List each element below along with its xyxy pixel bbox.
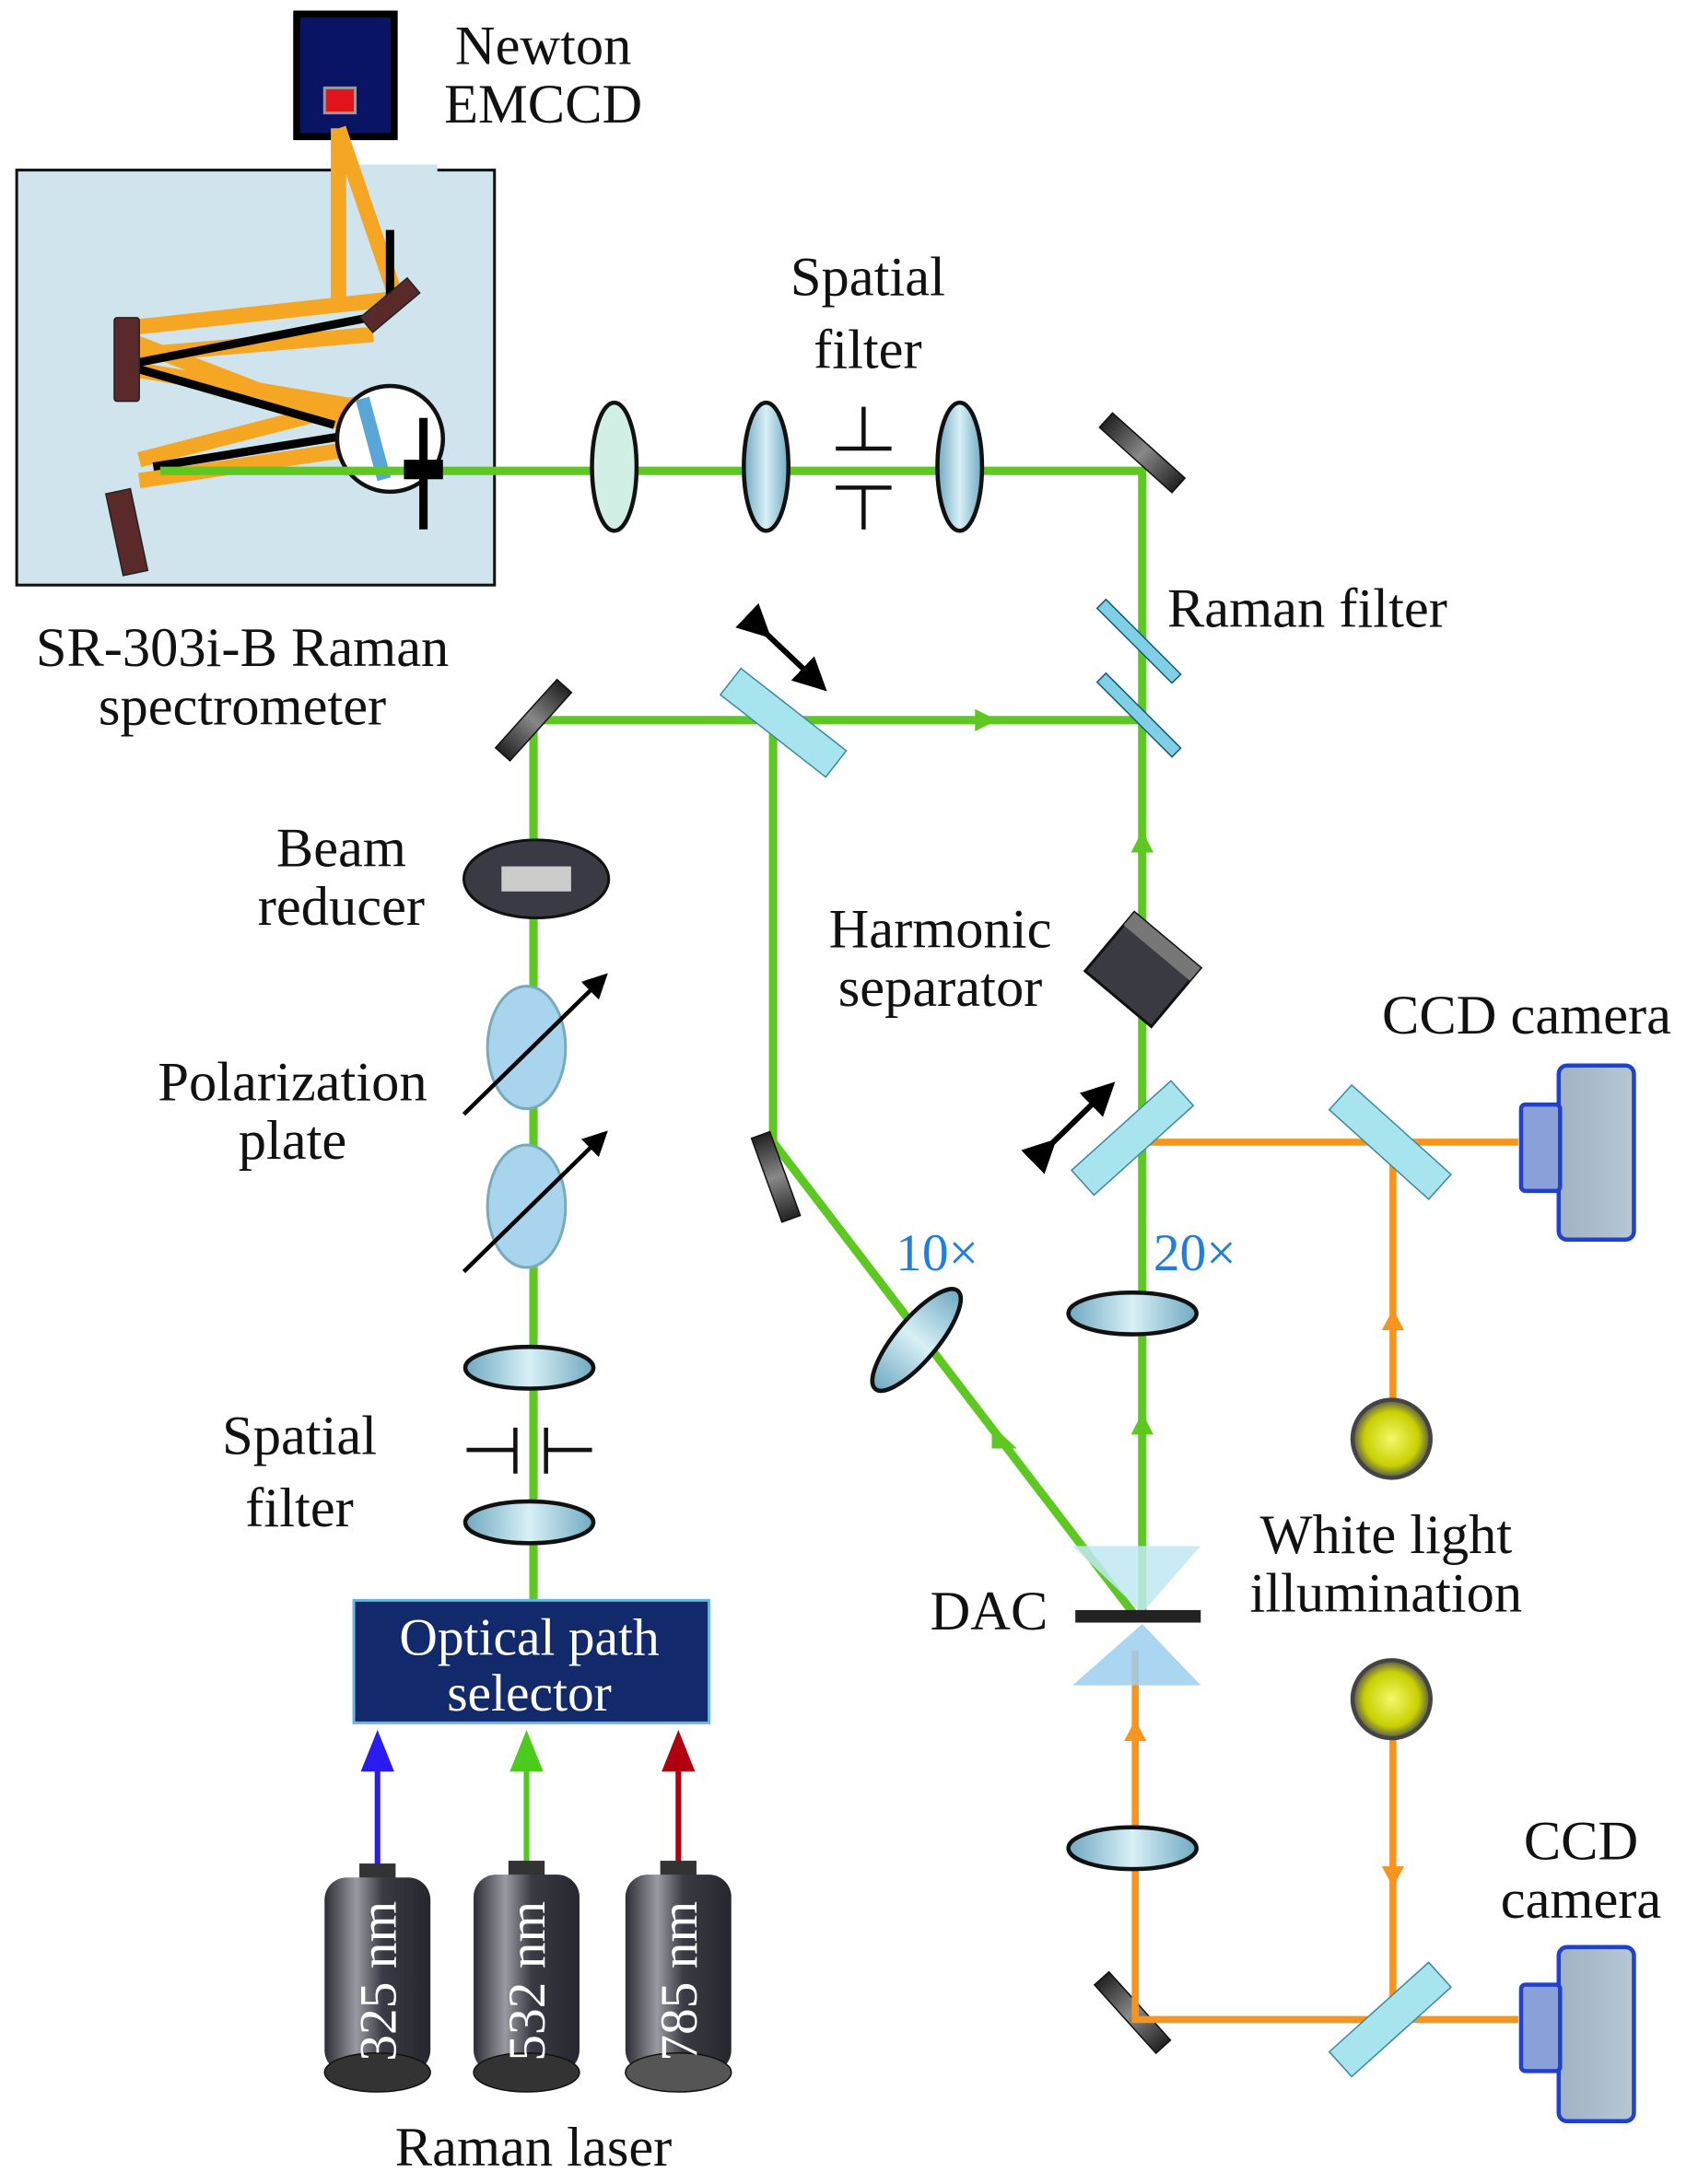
objective-20x-label: 20× [1153,1224,1236,1282]
raman-filter [1095,598,1182,684]
dac-label: DAC [931,1581,1048,1642]
movable-beamsplitter [719,667,848,778]
raman-filter [1095,672,1182,758]
white-light-arrows [1124,1309,1404,1887]
lens [463,1499,596,1546]
diamond-anvil-cell [1072,1546,1201,1686]
rotation-arrow-icon [462,973,608,1116]
raman-filter-label: Raman filter [1167,578,1447,640]
optical-path-selector-label: Optical path [399,1608,659,1666]
objective-10x [870,1287,964,1394]
spatial-filter-top-label-2: filter [814,319,922,380]
beam-reducer-label: Beam [276,818,406,880]
optical-path-selector-label-2: selector [447,1664,612,1723]
beam-reducer-window [501,866,571,892]
laser-325: 325 nm [323,1729,431,2093]
ccd-camera-bottom-label-2: camera [1501,1869,1662,1931]
double-arrow-icon [1021,1081,1116,1174]
spatial-filter-bottom-label-2: filter [245,1477,354,1539]
movable-beamsplitter [1071,1080,1195,1197]
pinhole [836,406,892,530]
laser-532: 532 nm [473,1729,580,2093]
spectrometer-label: SR-303i-B Raman [36,617,449,679]
lens [935,400,985,533]
objective-10x-label: 10× [896,1224,978,1282]
beam-reducer-label-2: reducer [258,876,425,938]
emccd-label-2: EMCCD [444,74,642,135]
rotation-arrow-icon [462,1130,608,1274]
emccd-detector [293,10,398,141]
white-light-label: White light [1259,1504,1512,1566]
raman-laser-label: Raman laser [395,2117,673,2178]
beam-direction-arrows [975,708,1153,1449]
beamsplitter [1328,1961,1453,2078]
ccd-camera-top [1518,1063,1636,1243]
beamsplitter [1328,1083,1453,1201]
polarization-plate [486,1143,568,1269]
ccd-camera-bottom-label: CCD [1524,1811,1638,1873]
lens [590,400,639,533]
polarization-plate-label-2: plate [239,1110,347,1172]
entrance-slit [404,417,443,530]
laser-wavelength-label: 325 nm [349,1901,407,2061]
laser-785: 785 nm [625,1729,732,2093]
spatial-filter-bottom-label: Spatial [222,1406,377,1467]
emccd-label: Newton [455,16,631,77]
spectrometer [15,125,497,587]
lens [463,1344,596,1391]
harmonic-separator-label: Harmonic [829,898,1052,960]
polarization-plate [486,985,568,1111]
mirror [750,1130,802,1223]
laser-wavelength-label: 532 nm [498,1901,556,2061]
polarization-plate-label: Polarization [158,1052,427,1114]
white-light-bulb [1350,1397,1433,1480]
spatial-filter-top-label: Spatial [790,247,945,309]
optical-path-selector [352,1598,711,1724]
lens [742,400,791,533]
harmonic-separator-label-2: separator [838,957,1043,1019]
ccd-camera-bottom [1518,1945,1636,2124]
laser-wavelength-label: 785 nm [650,1901,708,2061]
mirror [494,678,573,763]
objective-20x [1066,1290,1199,1337]
pinhole [466,1427,592,1474]
double-arrow-icon [735,602,827,692]
mirror [1098,412,1187,494]
ccd-camera-top-label: CCD camera [1382,985,1671,1046]
lens [1066,1825,1199,1872]
white-light-label-2: illumination [1250,1562,1523,1624]
spectrometer-label-2: spectrometer [99,675,386,737]
white-light-bulb [1350,1658,1433,1741]
harmonic-separator [1083,910,1203,1029]
